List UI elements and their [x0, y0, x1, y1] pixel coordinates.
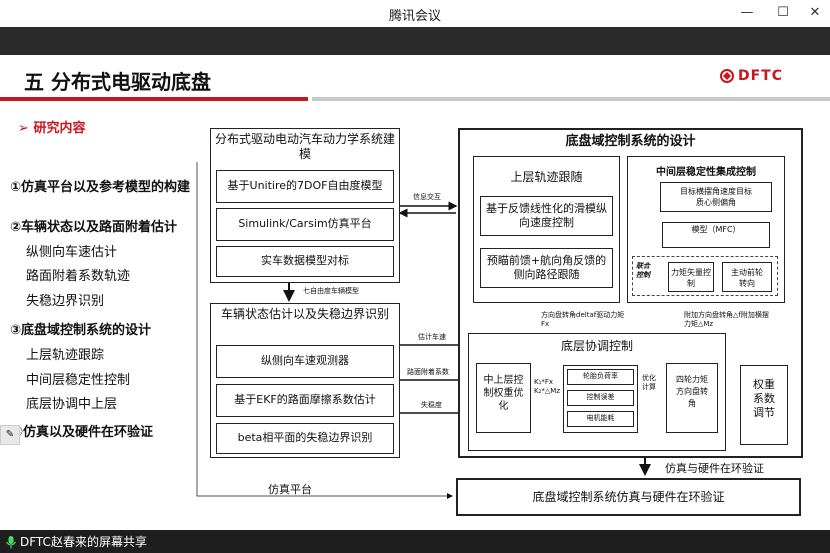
beta-plane-box: beta相平面的失稳边界识别	[216, 423, 394, 454]
close-button[interactable]: ✕	[809, 5, 821, 20]
middle-stability-title: 中间层稳定性集成控制	[656, 167, 756, 178]
upper-tracking-title: 上层轨迹跟随	[510, 170, 583, 184]
dynamics-model-title: 分布式驱动电动汽车动力学系统建模	[214, 132, 395, 161]
section-heading: ➢ 研究内容	[18, 117, 85, 136]
unitire-model-box: 基于Unitire的7DOF自由度模型	[216, 170, 394, 203]
title-underline-grey	[312, 97, 830, 101]
sim-platform-label: 仿真平台	[268, 483, 312, 496]
content-item: 底层协调中上层	[26, 397, 118, 412]
bullet-arrow-icon: ➢	[18, 121, 29, 136]
maximize-button[interactable]: ☐	[777, 5, 789, 20]
screen-share-bar	[0, 530, 830, 553]
steer-output-label: 方向盘转角deltaf驱动力矩Fx	[541, 311, 625, 328]
control-error-box: 控制误差	[567, 390, 634, 406]
instability-label: 失稳度	[421, 401, 442, 409]
weight-formula-label: K₁*Fx K₂*△Mz	[534, 378, 560, 395]
dftc-logo-icon	[720, 69, 734, 83]
content-item: ④仿真以及硬件在环验证	[12, 425, 154, 440]
dftc-logo: DFTC	[738, 68, 784, 84]
mfc-model-box: 模型（MFC）	[662, 222, 770, 248]
hil-verify-label: 仿真与硬件在环验证	[665, 462, 764, 475]
joint-control-group	[632, 256, 778, 296]
weight-adjust-box: 权重系数调节	[740, 365, 788, 445]
afs-box: 主动前轮转向	[722, 262, 772, 292]
additional-output-label: 附加方向盘转角△f附加横摆力矩△Mz	[684, 311, 769, 328]
content-item: 纵侧向车速估计	[26, 245, 118, 260]
screen-share-label: DFTC赵春来的屏幕共享	[20, 535, 147, 549]
window-title: 腾讯会议	[388, 9, 441, 24]
minimize-button[interactable]: —	[740, 5, 754, 20]
sliding-mode-box: 基于反馈线性化的滑模纵向速度控制	[480, 196, 613, 236]
tire-load-box: 轮胎负荷率	[567, 369, 634, 385]
content-item: ②车辆状态以及路面附着估计	[10, 220, 178, 235]
road-coef-label: 路面附着系数	[407, 368, 449, 376]
info-exchange-label: 信息交互	[413, 193, 441, 201]
objective-group	[563, 365, 638, 433]
content-item: 中间层稳定性控制	[26, 373, 131, 388]
microphone-icon[interactable]	[5, 535, 17, 549]
weight-optimization-box: 中上层控制权重优化	[476, 363, 531, 433]
chassis-control-title: 底盘域控制系统的设计	[565, 134, 696, 149]
torque-vector-box: 力矩矢量控制	[668, 262, 714, 292]
screen-annotation-icon[interactable]: ✎	[0, 425, 20, 445]
bottom-coordination-title: 底层协调控制	[560, 339, 633, 353]
state-estimation-title: 车辆状态估计以及失稳边界识别	[220, 307, 389, 321]
estimated-speed-label: 估计车速	[418, 333, 446, 341]
slide-title: 五 分布式电驱动底盘	[24, 70, 211, 94]
real-vehicle-data-box: 实车数据模型对标	[216, 246, 394, 277]
seven-dof-label: 七自由度车辆模型	[303, 287, 359, 295]
wheel-torque-box: 四轮力矩 方向盘转角	[666, 363, 718, 433]
joint-control-label: 联合控制	[636, 262, 650, 279]
ekf-friction-box: 基于EKF的路面摩擦系数估计	[216, 384, 394, 417]
title-underline-red	[0, 97, 308, 101]
content-item: 上层轨迹跟踪	[26, 348, 105, 363]
content-item: ③底盘域控制系统的设计	[10, 323, 152, 338]
speed-observer-box: 纵侧向车速观测器	[216, 345, 394, 378]
content-item: 路面附着系数轨迹	[26, 269, 131, 284]
content-item: 失稳边界识别	[26, 294, 105, 309]
section-heading-label: 研究内容	[33, 121, 86, 136]
meeting-toolbar	[0, 27, 830, 55]
content-item: ①仿真平台以及参考模型的构建	[10, 180, 191, 195]
target-yaw-box: 目标横摆角速度目标质心侧偏角	[660, 182, 772, 212]
simulink-carsim-box: Simulink/Carsim仿真平台	[216, 208, 394, 241]
optimize-label: 优化计算	[642, 374, 656, 391]
hil-verification-box: 底盘域控制系统仿真与硬件在环验证	[456, 478, 801, 516]
preview-feedforward-box: 预瞄前馈+航向角反馈的侧向路径跟随	[480, 248, 613, 288]
motor-energy-box: 电机能耗	[567, 411, 634, 427]
